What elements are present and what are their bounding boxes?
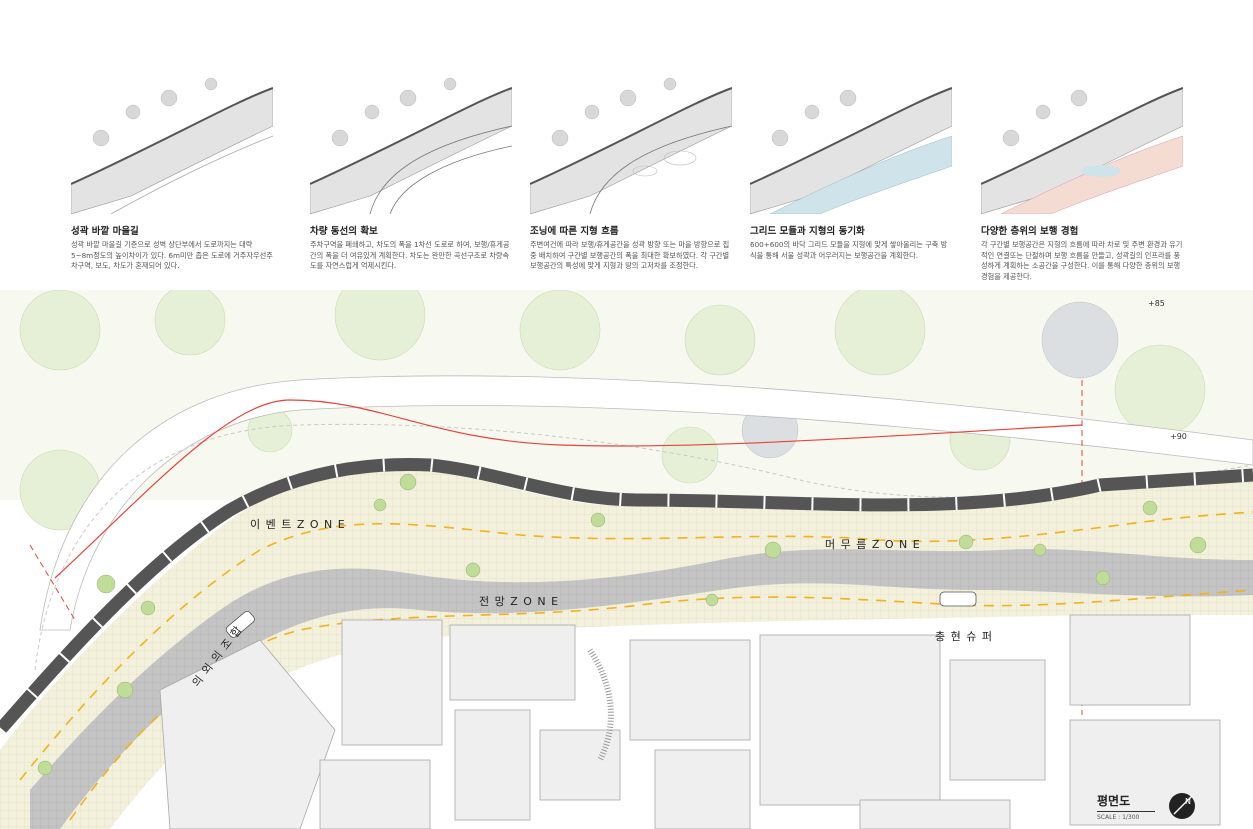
drawing-title: 평면도: [1097, 794, 1131, 808]
panel-title: 다양한 층위의 보행 경험: [981, 226, 1079, 237]
panel-4-sketch: [750, 87, 952, 214]
upper-road: [39, 375, 1253, 631]
drawing-title-block: 평면도 SCALE : 1/300: [1097, 792, 1155, 821]
drawing-scale: SCALE : 1/300: [1097, 811, 1155, 821]
store-label: 충 현 슈 퍼: [935, 630, 993, 643]
north-arrow-icon: N: [1169, 793, 1195, 819]
event-zone-label: 이 벤 트 Z O N E: [250, 518, 346, 531]
panel-1-sketch: [71, 66, 273, 214]
north-label: N: [1185, 797, 1191, 806]
panel-2: 차량 동선의 확보 주차구역을 폐쇄하고, 차도의 폭을 1차선 도로로 하여,…: [310, 66, 515, 270]
panel-5-sketch: [981, 87, 1183, 214]
concept-panels: 성곽 바깥 마을길 성곽 바깥 마을길 기준으로 성벽 상단부에서 도로까지는 …: [0, 0, 1253, 290]
panel-description: 주차구역을 폐쇄하고, 차도의 폭을 1차선 도로로 하여, 보행/휴게공간의 …: [310, 240, 510, 270]
panel-3-sketch: [530, 77, 732, 214]
panel-4: 그리드 모듈과 지형의 동기화 600+600의 바닥 그리드 모듈을 지형에 …: [750, 66, 955, 260]
panel-description: 성곽 바깥 마을길 기준으로 성벽 상단부에서 도로까지는 대략 5~8m정도의…: [71, 240, 273, 270]
red-route: [54, 399, 1083, 579]
yellow-dash-upper: [19, 511, 1253, 781]
fortress-wall: [0, 457, 1253, 735]
elevation-90: +90: [1170, 432, 1187, 441]
panel-title: 차량 동선의 확보: [310, 226, 378, 237]
panel-title: 성곽 바깥 마을길: [71, 226, 139, 237]
rest-zone-label: 머 무 름 Z O N E: [825, 538, 921, 551]
tree-canopy: [19, 290, 1206, 531]
vehicles: [225, 591, 977, 638]
panel-2-sketch: [310, 77, 512, 214]
site-plan-drawing: [0, 290, 1253, 829]
panel-title: 그리드 모듈과 지형의 동기화: [750, 226, 865, 237]
grey-paving-band: [30, 548, 1253, 829]
panel-1: 성곽 바깥 마을길 성곽 바깥 마을길 기준으로 성벽 상단부에서 도로까지는 …: [71, 66, 276, 270]
stairs: [587, 648, 614, 762]
village-buildings: [159, 614, 1221, 829]
panel-title: 조닝에 따른 지형 흐름: [530, 226, 619, 237]
elevation-85: +85: [1148, 299, 1165, 308]
view-zone-label: 전 망 Z O N E: [479, 595, 560, 608]
panel-3: 조닝에 따른 지형 흐름 주변여건에 따라 보행/휴게공간을 성곽 방향 또는 …: [530, 66, 735, 270]
planting: [37, 473, 1207, 776]
section-line-left: [29, 544, 76, 621]
panel-5: 다양한 층위의 보행 경험 각 구간별 보행공간은 지형의 흐름에 따라 차로 …: [981, 66, 1186, 281]
panel-description: 600+600의 바닥 그리드 모듈을 지형에 맞게 쌓아올리는 구축 방식을 …: [750, 240, 948, 260]
panel-description: 각 구간별 보행공간은 지형의 흐름에 따라 차로 및 주변 환경과 유기적인 …: [981, 240, 1183, 281]
site-plan: 이 벤 트 Z O N E 전 망 Z O N E 머 무 름 Z O N E …: [0, 290, 1253, 829]
panel-description: 주변여건에 따라 보행/휴게공간을 성곽 방향 또는 마을 방향으로 집중 배치…: [530, 240, 730, 270]
